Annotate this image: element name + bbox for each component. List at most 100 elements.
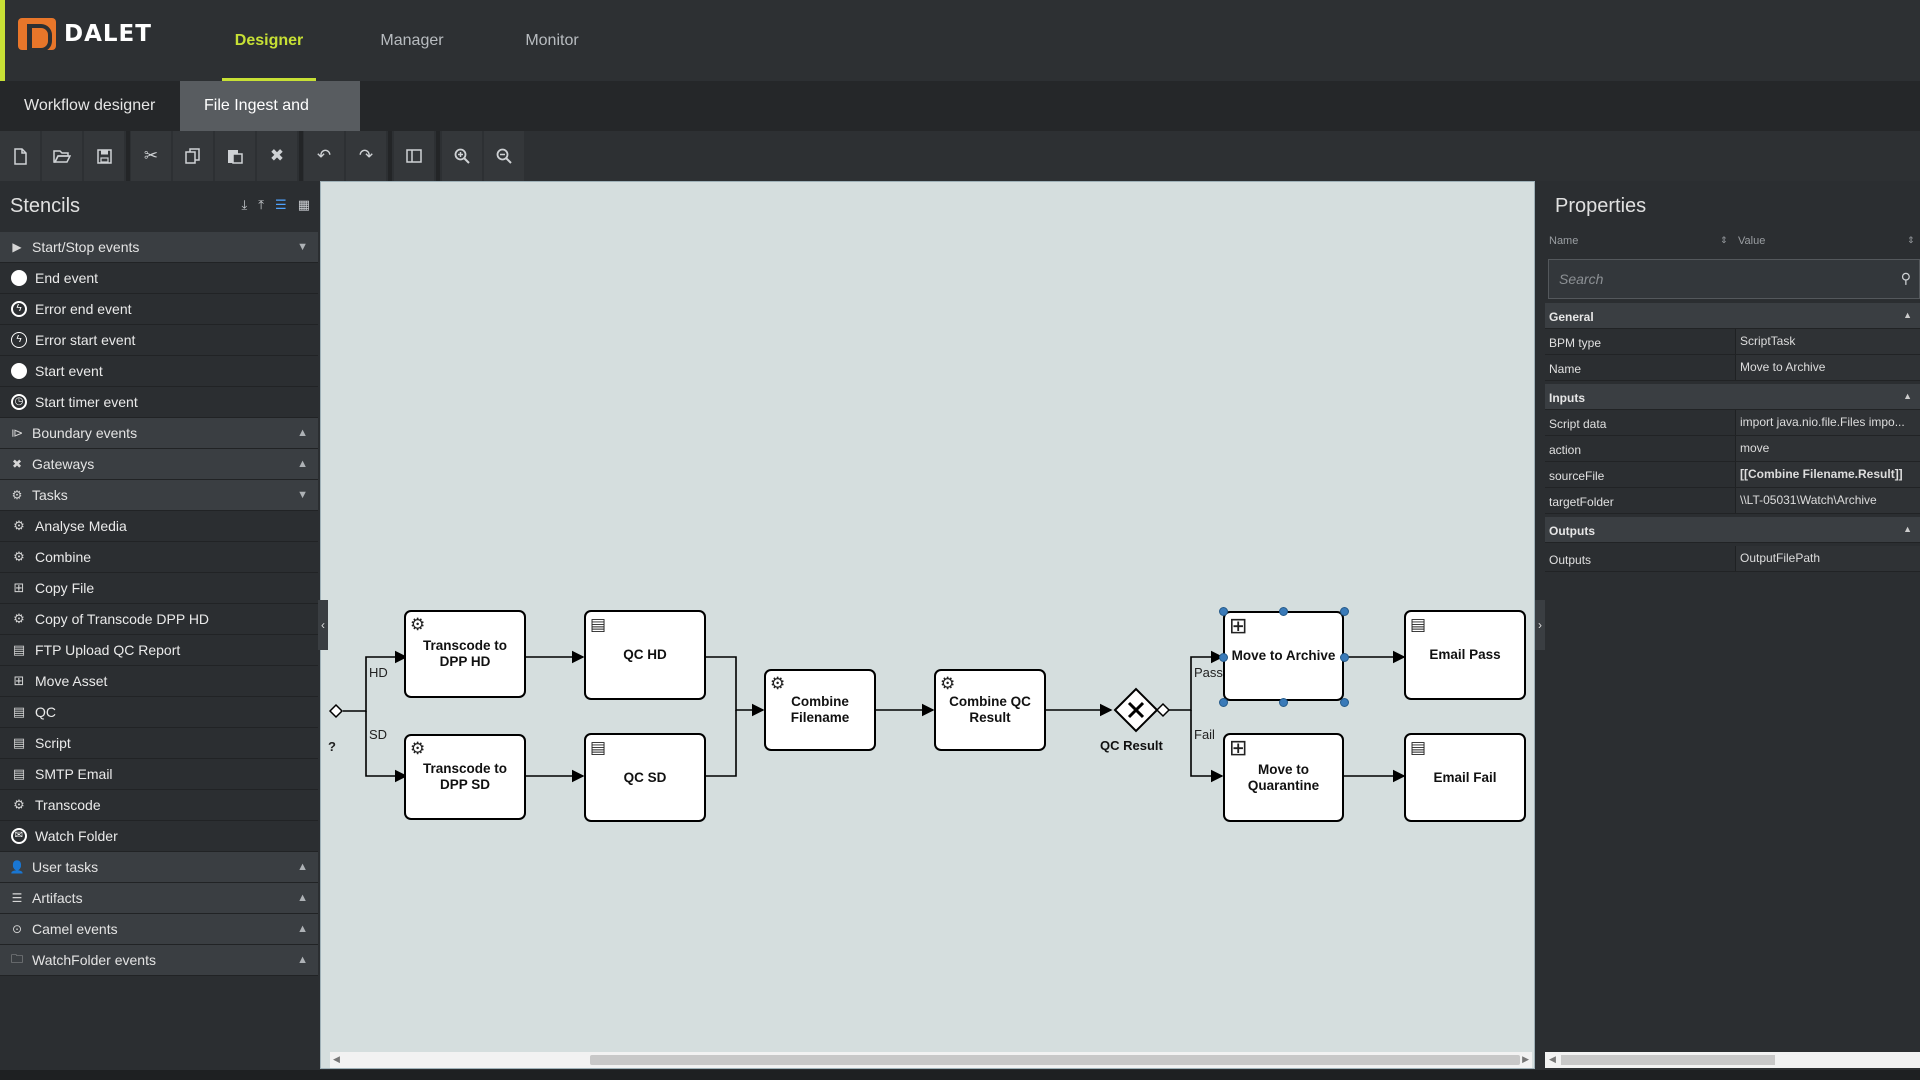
canvas-horizontal-scrollbar[interactable]: ◀ ▶: [330, 1052, 1532, 1068]
property-value[interactable]: [[Combine Filename.Result]]: [1735, 462, 1920, 487]
zoom-in-button[interactable]: [442, 131, 482, 181]
stencil-group-gateways[interactable]: ✖ Gateways ▲: [0, 449, 318, 480]
workflow-canvas[interactable]: ⚙ Transcode to DPP HD ⚙ Transcode to DPP…: [320, 181, 1535, 1069]
watch-folder-icon: ✉: [10, 827, 28, 845]
sort-icon[interactable]: ⇕: [1720, 235, 1728, 245]
cut-button[interactable]: ✂: [131, 131, 171, 181]
node-combine-qc-result[interactable]: ⚙ Combine QC Result: [934, 669, 1046, 751]
save-button[interactable]: [84, 131, 124, 181]
stencil-item-error-start-event[interactable]: ϟ Error start event: [0, 325, 318, 356]
stencil-group-user-tasks[interactable]: 👤 User tasks ▲: [0, 852, 318, 883]
selection-handle[interactable]: [1219, 653, 1228, 662]
node-qc-sd[interactable]: ▤ QC SD: [584, 733, 706, 822]
stencil-item-qc[interactable]: ▤ QC: [0, 697, 318, 728]
column-header-name[interactable]: Name: [1549, 235, 1579, 247]
stencil-group-boundary-events[interactable]: ⧐ Boundary events ▲: [0, 418, 318, 449]
delete-button[interactable]: ✖: [257, 131, 297, 181]
property-section-outputs[interactable]: Outputs ▲: [1545, 517, 1920, 543]
collapse-properties-button[interactable]: ›: [1535, 600, 1545, 650]
download-icon[interactable]: ⤓: [241, 197, 248, 212]
property-value[interactable]: \\LT-05031\Watch\Archive: [1735, 488, 1920, 513]
property-row-outputs[interactable]: Outputs OutputFilePath: [1545, 546, 1920, 572]
tab-file-ingest-and-qc[interactable]: File Ingest and QC: [180, 81, 360, 164]
stencil-item-combine[interactable]: ⚙ Combine: [0, 542, 318, 573]
redo-button[interactable]: ↷: [346, 131, 386, 181]
column-header-value[interactable]: Value: [1738, 235, 1766, 247]
sort-icon[interactable]: ⇕: [1907, 235, 1915, 245]
stencil-item-watch-folder[interactable]: ✉ Watch Folder: [0, 821, 318, 852]
paste-button[interactable]: [215, 131, 255, 181]
stencil-item-transcode[interactable]: ⚙ Transcode: [0, 790, 318, 821]
property-row-action[interactable]: action move: [1545, 436, 1920, 462]
node-transcode-dpp-hd[interactable]: ⚙ Transcode to DPP HD: [404, 610, 526, 698]
stencil-group-start-stop-events[interactable]: ▶ Start/Stop events ▼: [0, 232, 318, 263]
property-row-source-file[interactable]: sourceFile [[Combine Filename.Result]]: [1545, 462, 1920, 488]
node-combine-filename[interactable]: ⚙ Combine Filename: [764, 669, 876, 751]
selection-handle[interactable]: [1340, 607, 1349, 616]
property-value[interactable]: ScriptTask: [1735, 329, 1920, 354]
property-value[interactable]: OutputFilePath: [1735, 546, 1920, 571]
stencil-item-copy-of-transcode-dpp-hd[interactable]: ⚙ Copy of Transcode DPP HD: [0, 604, 318, 635]
property-row-name[interactable]: Name Move to Archive: [1545, 355, 1920, 381]
scroll-left-icon[interactable]: ◀: [333, 1054, 340, 1064]
node-email-pass[interactable]: ▤ Email Pass: [1404, 610, 1526, 700]
property-section-inputs[interactable]: Inputs ▲: [1545, 384, 1920, 410]
stencil-item-start-event[interactable]: Start event: [0, 356, 318, 387]
undo-button[interactable]: ↶: [304, 131, 344, 181]
stencil-item-end-event[interactable]: End event: [0, 263, 318, 294]
open-button[interactable]: [42, 131, 82, 181]
stencil-item-ftp-upload-qc-report[interactable]: ▤ FTP Upload QC Report: [0, 635, 318, 666]
stencil-item-error-end-event[interactable]: ϟ Error end event: [0, 294, 318, 325]
properties-horizontal-scrollbar[interactable]: ◀: [1545, 1052, 1920, 1068]
property-section-general[interactable]: General ▲: [1545, 303, 1920, 329]
stencil-item-start-timer-event[interactable]: ◷ Start timer event: [0, 387, 318, 418]
upload-icon[interactable]: ⤒: [258, 197, 265, 212]
node-transcode-dpp-sd[interactable]: ⚙ Transcode to DPP SD: [404, 734, 526, 820]
stencil-item-move-asset[interactable]: ⊞ Move Asset: [0, 666, 318, 697]
nav-tab-monitor[interactable]: Monitor: [525, 32, 579, 49]
stencil-group-camel-events[interactable]: ⊙ Camel events ▲: [0, 914, 318, 945]
nav-tab-manager[interactable]: Manager: [380, 32, 444, 49]
new-button[interactable]: [0, 131, 40, 181]
copy-button[interactable]: [173, 131, 213, 181]
collapse-stencils-button[interactable]: ‹: [318, 600, 328, 650]
search-icon[interactable]: ⚲: [1900, 270, 1911, 286]
scrollbar-thumb[interactable]: [1561, 1055, 1775, 1065]
stencil-item-label: Start event: [35, 363, 103, 379]
selection-handle[interactable]: [1279, 607, 1288, 616]
layout-button[interactable]: [394, 131, 434, 181]
scroll-left-icon[interactable]: ◀: [1549, 1054, 1556, 1064]
tab-workflow-designer[interactable]: Workflow designer: [24, 97, 156, 114]
zoom-out-button[interactable]: [484, 131, 524, 181]
stencil-group-watchfolder-events[interactable]: 🗀 WatchFolder events ▲: [0, 945, 318, 976]
stencil-group-tasks[interactable]: ⚙ Tasks ▼: [0, 480, 318, 511]
property-row-target-folder[interactable]: targetFolder \\LT-05031\Watch\Archive: [1545, 488, 1920, 514]
property-row-script-data[interactable]: Script data import java.nio.file.Files i…: [1545, 410, 1920, 436]
scroll-right-icon[interactable]: ▶: [1522, 1054, 1529, 1064]
properties-search-input[interactable]: [1559, 268, 1879, 290]
selection-handle[interactable]: [1340, 653, 1349, 662]
selection-handle[interactable]: [1219, 698, 1228, 707]
stencil-item-script[interactable]: ▤ Script: [0, 728, 318, 759]
selection-handle[interactable]: [1219, 607, 1228, 616]
stencil-item-copy-file[interactable]: ⊞ Copy File: [0, 573, 318, 604]
chevron-right-icon: ›: [1538, 618, 1542, 632]
node-email-fail[interactable]: ▤ Email Fail: [1404, 733, 1526, 822]
node-qc-hd[interactable]: ▤ QC HD: [584, 610, 706, 700]
property-value[interactable]: import java.nio.file.Files impo...: [1735, 410, 1920, 435]
grid-view-icon[interactable]: ▦: [297, 197, 310, 212]
property-value[interactable]: move: [1735, 436, 1920, 461]
dalet-logo[interactable]: DALET: [18, 18, 152, 52]
stencil-item-smtp-email[interactable]: ▤ SMTP Email: [0, 759, 318, 790]
property-row-bpm-type[interactable]: BPM type ScriptTask: [1545, 329, 1920, 355]
selection-handle[interactable]: [1340, 698, 1349, 707]
stencil-item-analyse-media[interactable]: ⚙ Analyse Media: [0, 511, 318, 542]
scrollbar-thumb[interactable]: [590, 1055, 1520, 1065]
property-value[interactable]: Move to Archive: [1735, 355, 1920, 380]
node-move-to-archive[interactable]: ⊞ Move to Archive: [1223, 611, 1344, 701]
list-view-icon[interactable]: ☰: [275, 197, 287, 212]
node-move-to-quarantine[interactable]: ⊞ Move to Quarantine: [1223, 733, 1344, 822]
nav-tab-designer[interactable]: Designer: [222, 0, 316, 81]
selection-handle[interactable]: [1279, 698, 1288, 707]
stencil-group-artifacts[interactable]: ☰ Artifacts ▲: [0, 883, 318, 914]
